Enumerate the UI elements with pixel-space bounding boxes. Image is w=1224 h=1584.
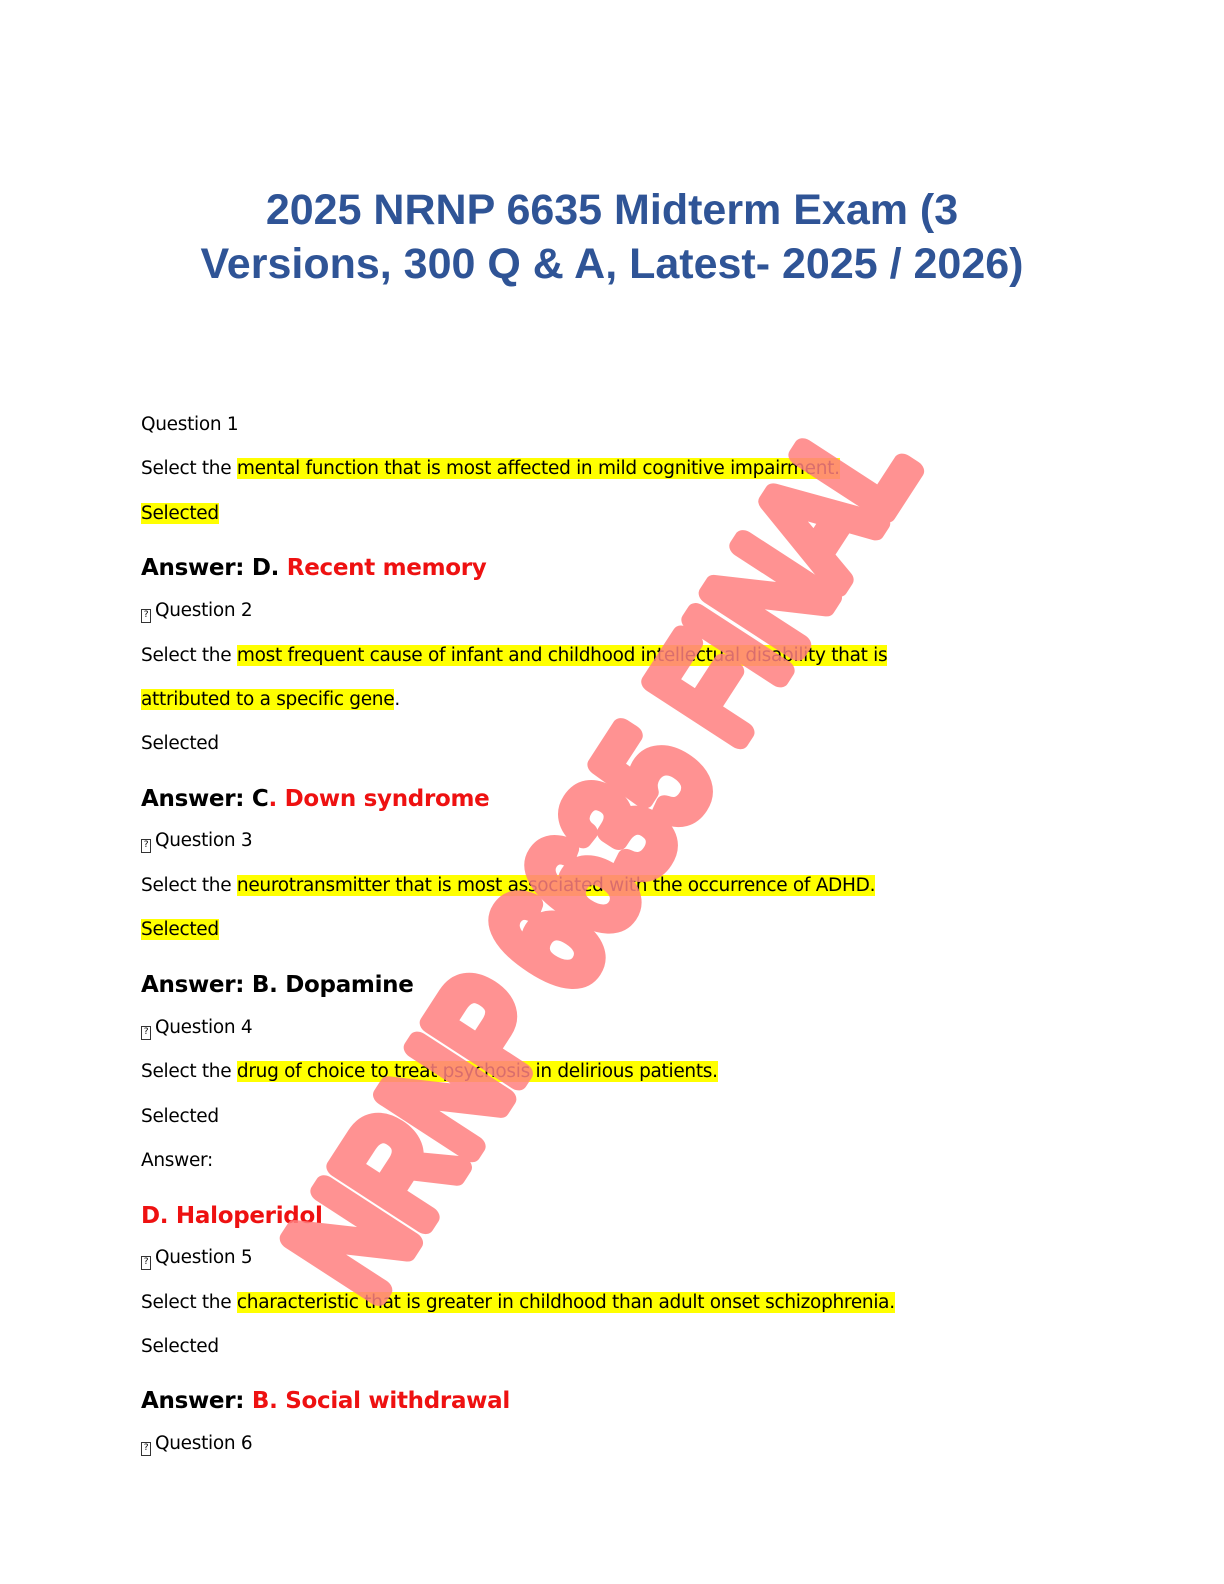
- question-2-prompt-cont: attributed to a specific gene.: [141, 689, 400, 710]
- highlighted-text: drug of choice to treat psychosis in del…: [236, 1061, 718, 1082]
- question-4-answer-label: Answer:: [141, 1150, 213, 1171]
- missing-glyph-icon: ?: [141, 1256, 151, 1270]
- highlighted-text: neurotransmitter that is most associated…: [236, 875, 876, 896]
- watermark-text: NRNP 6635 FINAL: [257, 392, 943, 1322]
- question-6-heading: ?Question 6: [141, 1431, 253, 1457]
- question-5-heading: ?Question 5: [141, 1245, 253, 1271]
- missing-glyph-icon: ?: [141, 839, 151, 853]
- highlighted-text: characteristic that is greater in childh…: [236, 1292, 895, 1313]
- question-3-prompt: Select the neurotransmitter that is most…: [141, 875, 876, 896]
- question-1-prompt: Select the mental function that is most …: [141, 458, 840, 479]
- answer-text: . Down syndrome: [268, 786, 490, 812]
- question-5-answer: Answer: B. Social withdrawal: [141, 1388, 510, 1414]
- question-2-prompt: Select the most frequent cause of infant…: [141, 645, 888, 666]
- question-1-answer: Answer: D. Recent memory: [141, 555, 487, 581]
- title-line-2: Versions, 300 Q & A, Latest- 2025 / 2026…: [200, 240, 1024, 288]
- question-4-selected: Selected: [141, 1106, 219, 1127]
- question-1-heading: Question 1: [141, 414, 239, 435]
- missing-glyph-icon: ?: [141, 1442, 151, 1456]
- highlighted-text: mental function that is most affected in…: [236, 458, 840, 479]
- missing-glyph-icon: ?: [141, 1026, 151, 1040]
- missing-glyph-icon: ?: [141, 609, 151, 623]
- answer-text: B. Social withdrawal: [251, 1388, 510, 1414]
- question-2-heading: ?Question 2: [141, 598, 253, 624]
- question-1-selected: Selected: [141, 503, 219, 524]
- highlighted-text: attributed to a specific gene: [141, 689, 395, 710]
- question-5-prompt: Select the characteristic that is greate…: [141, 1292, 895, 1313]
- document-title: 2025 NRNP 6635 Midterm Exam (3 Versions,…: [0, 183, 1224, 291]
- question-2-selected: Selected: [141, 733, 219, 754]
- question-4-heading: ?Question 4: [141, 1015, 253, 1041]
- question-4-prompt: Select the drug of choice to treat psych…: [141, 1061, 718, 1082]
- question-4-answer: D. Haloperidol: [141, 1203, 323, 1229]
- question-3-answer: Answer: B. Dopamine: [141, 972, 414, 998]
- answer-text: Recent memory: [286, 555, 487, 581]
- question-3-heading: ?Question 3: [141, 828, 253, 854]
- title-line-1: 2025 NRNP 6635 Midterm Exam (3: [265, 186, 959, 234]
- question-5-selected: Selected: [141, 1336, 219, 1357]
- question-3-selected: Selected: [141, 919, 219, 940]
- highlighted-text: most frequent cause of infant and childh…: [236, 645, 888, 666]
- question-2-answer: Answer: C. Down syndrome: [141, 786, 490, 812]
